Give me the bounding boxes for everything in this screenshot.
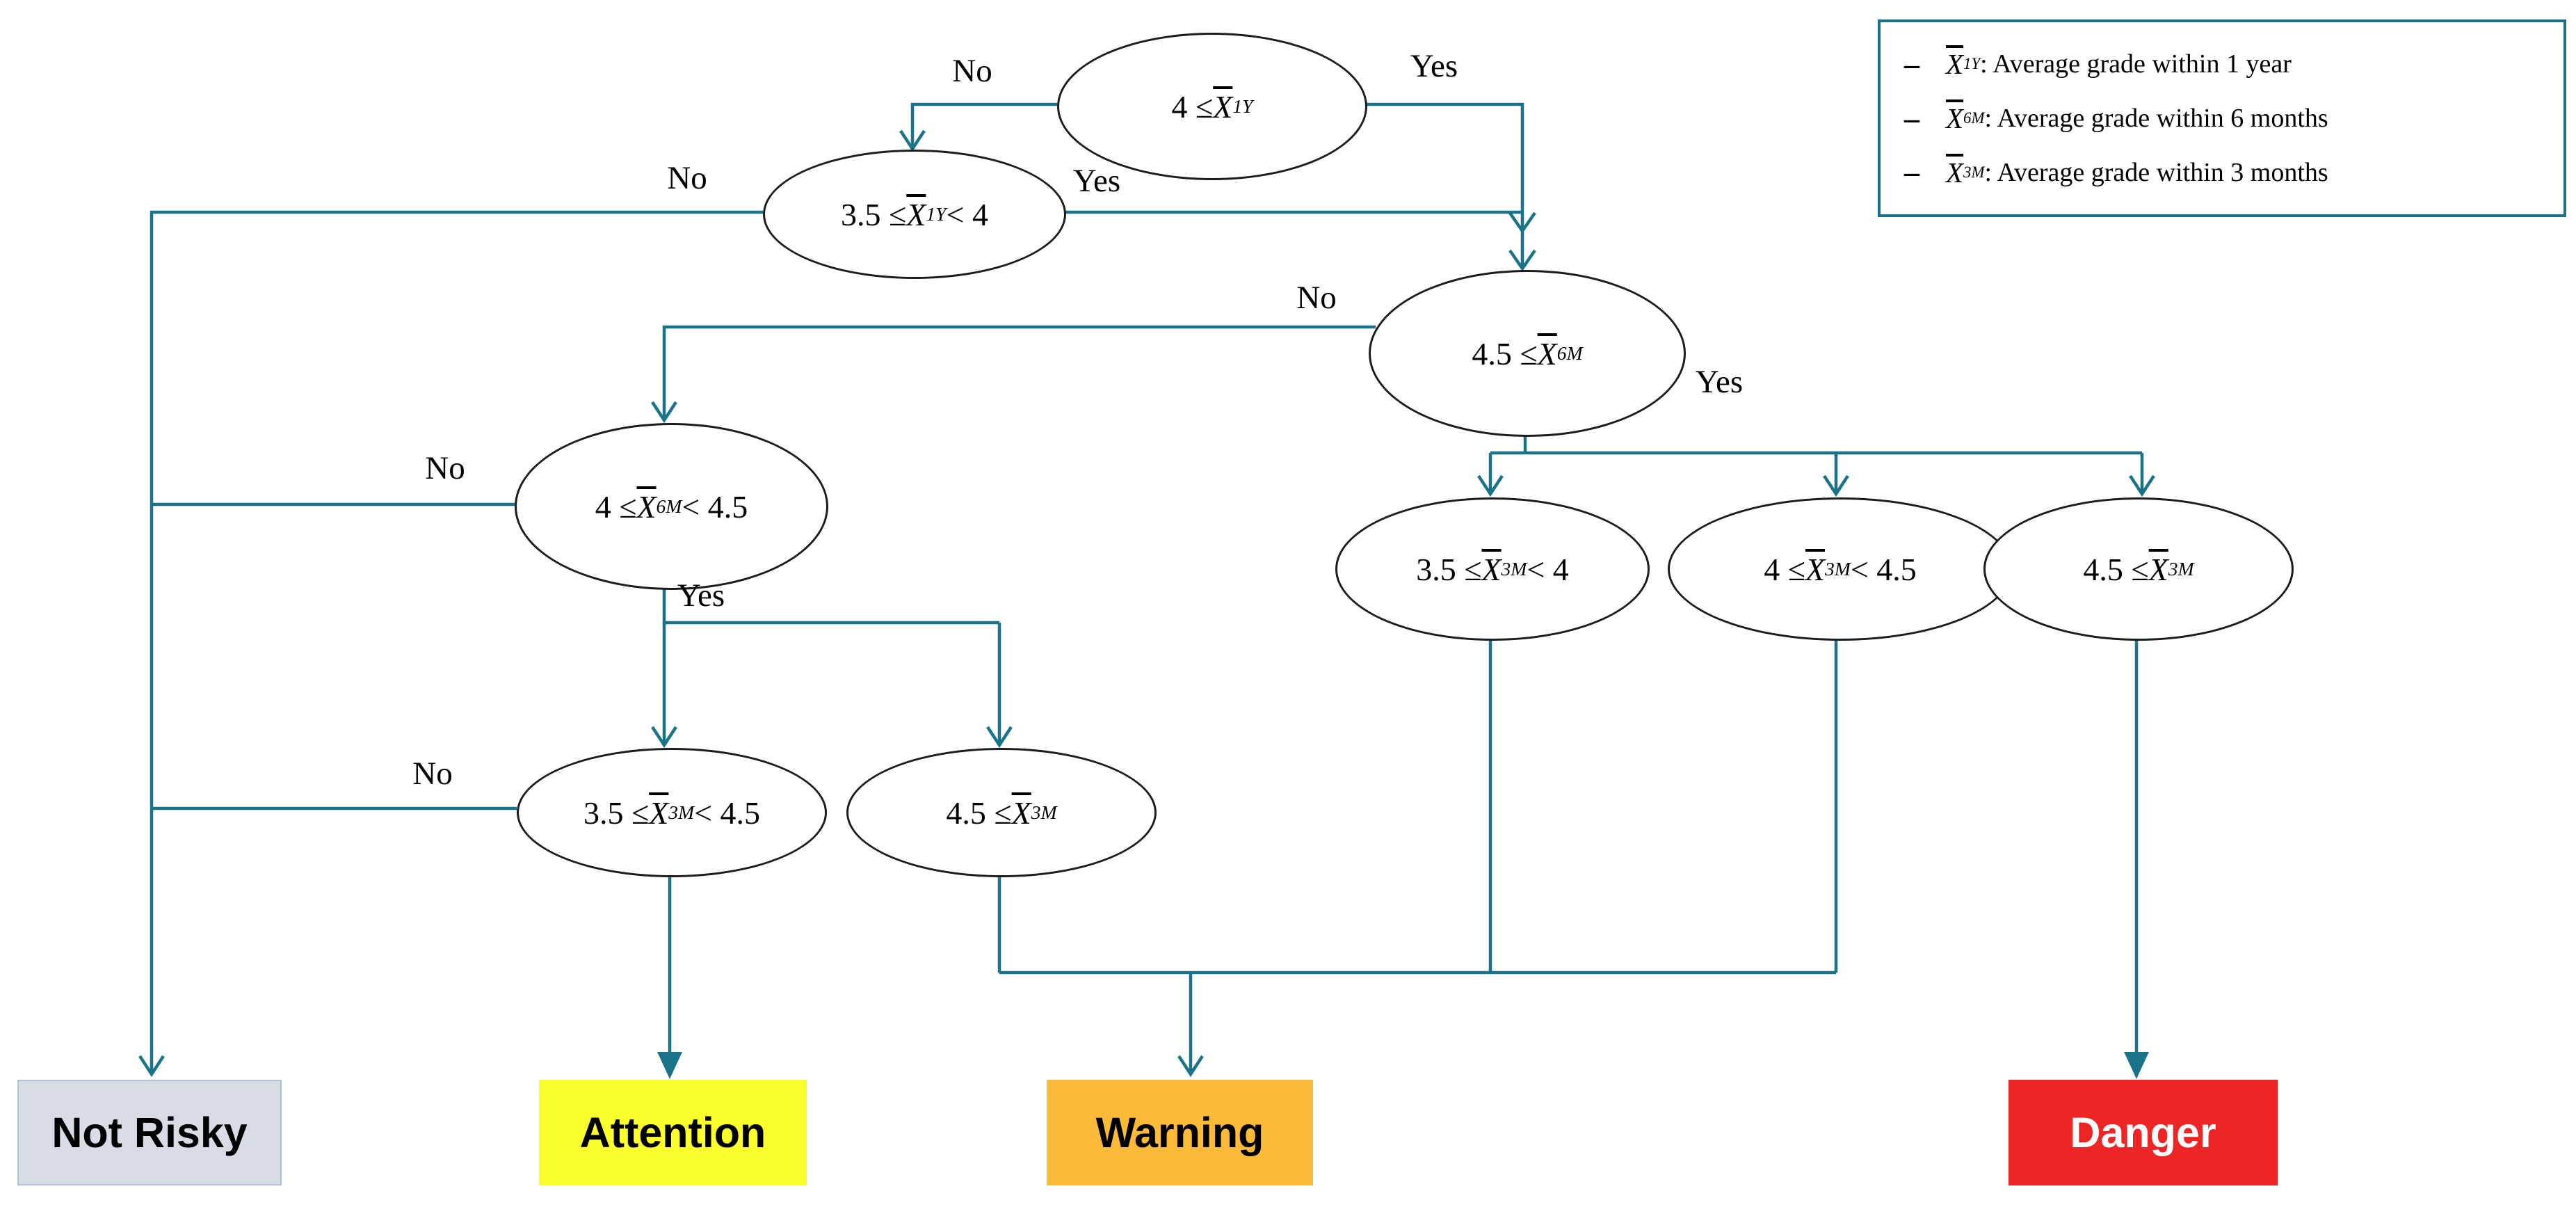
arrow-into-notrisky-icon [138, 1055, 165, 1078]
edge-label-root-yes: Yes [1410, 48, 1458, 84]
result-label: Warning [1095, 1109, 1264, 1156]
result-box-warning: Warning [1047, 1080, 1313, 1185]
xbar-variable: X [2148, 551, 2168, 587]
node-text: < 4.5 [1850, 551, 1917, 587]
arrow-into-node5-icon [651, 726, 677, 749]
legend-description: : Average grade within 6 months [1984, 104, 2328, 133]
xbar-variable: X [1213, 88, 1233, 125]
arrow-into-node3-icon [1508, 249, 1536, 271]
edge-label-node4-yes: Yes [677, 577, 725, 614]
result-box-danger: Danger [2009, 1080, 2278, 1185]
arrow-into-warning-icon [1177, 1055, 1204, 1078]
node-text: 4 ≤ [595, 488, 637, 525]
edge-node3-no [662, 325, 1376, 420]
dash-bullet-icon: – [1904, 101, 1919, 136]
result-label: Danger [2070, 1109, 2216, 1156]
edge-root-yes [1363, 102, 1524, 269]
xbar-variable: X [906, 196, 926, 232]
dash-bullet-icon: – [1904, 155, 1919, 190]
xbar-variable: X [636, 488, 657, 525]
node-text: 4.5 ≤ [1472, 335, 1538, 372]
node-text: < 4.5 [694, 794, 761, 831]
xbar-variable: X [1805, 551, 1826, 587]
dash-bullet-icon: – [1904, 47, 1919, 81]
edge-label-node3-no: No [1296, 280, 1337, 316]
arrow-into-node6-icon [986, 726, 1013, 749]
edge-label-node2-no: No [667, 160, 707, 196]
xbar-variable: X [649, 794, 669, 831]
arrow-mid-node3-icon [1508, 211, 1536, 234]
result-label: Not Risky [51, 1109, 248, 1156]
edge-label-root-no: No [952, 53, 992, 89]
legend-description: : Average grade within 1 year [1980, 49, 2292, 79]
node-text: 4 ≤ [1171, 88, 1214, 125]
node-text: 4 ≤ [1764, 551, 1805, 587]
xbar-variable: X [1946, 102, 1964, 134]
xbar-variable: X [1537, 335, 1557, 372]
arrow-into-attention-icon [657, 1052, 682, 1079]
edge-label-node2-yes: Yes [1072, 163, 1121, 199]
arrow-into-node4-icon [651, 401, 677, 424]
xbar-variable: X [1946, 156, 1964, 189]
edge-node2-no-rail [150, 210, 763, 1074]
arrow-into-node8-icon [1823, 474, 1849, 497]
node-text: 3.5 ≤ [583, 794, 650, 831]
edge-label-node4-no: No [425, 450, 465, 486]
node-text: 3.5 ≤ [1416, 551, 1482, 587]
result-box-attention: Attention [539, 1080, 807, 1185]
edge-label-node3-yes: Yes [1695, 364, 1744, 400]
node-text: < 4 [1527, 551, 1569, 587]
legend-description: : Average grade within 3 months [1984, 157, 2328, 187]
arrow-into-danger-icon [2124, 1052, 2149, 1079]
arrow-into-node9-icon [2129, 474, 2155, 497]
xbar-variable: X [1481, 551, 1502, 587]
edge-root-no [910, 102, 1057, 147]
node-text: 3.5 ≤ [841, 196, 907, 232]
arrow-into-node2-icon [899, 129, 926, 152]
result-label: Attention [579, 1109, 766, 1156]
node-text: < 4.5 [682, 488, 748, 525]
edge-label-node5-no: No [412, 756, 453, 792]
node-text: < 4 [946, 196, 988, 232]
xbar-variable: X [1011, 794, 1031, 831]
arrow-into-node7-icon [1477, 474, 1504, 497]
xbar-variable: X [1946, 48, 1964, 81]
node-text: 4.5 ≤ [946, 794, 1012, 831]
result-box-not-risky: Not Risky [17, 1080, 282, 1185]
node-text: 4.5 ≤ [2083, 551, 2149, 587]
